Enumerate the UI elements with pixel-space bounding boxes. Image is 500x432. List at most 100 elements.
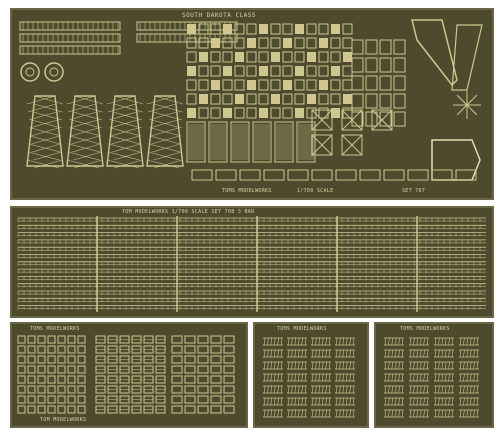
lattice: [34, 159, 63, 169]
ladder-rung: [352, 337, 355, 346]
lattice: [114, 95, 144, 105]
vent-part: [197, 375, 209, 384]
ladder-rung: [291, 397, 293, 406]
ladder-rung: [473, 361, 475, 370]
hatch-part: [37, 385, 46, 394]
ladder-rung: [391, 409, 394, 418]
small-part: [318, 65, 329, 77]
ladder-rung: [466, 385, 469, 394]
mast-tower: [106, 95, 144, 167]
ladder-rung: [352, 349, 355, 358]
ladder-rung: [459, 337, 462, 346]
deck-part: [393, 75, 406, 91]
ladder-rung: [434, 373, 437, 382]
ladder-rung: [263, 337, 266, 346]
ladder-rung: [280, 361, 283, 370]
ladder-rung: [384, 397, 387, 406]
hatch-part: [17, 375, 26, 384]
lattice: [72, 143, 101, 153]
small-part: [259, 108, 268, 118]
ladder-rung: [335, 361, 338, 370]
hatch-panel: [208, 121, 228, 163]
small-part: [343, 52, 352, 62]
ladder-rung: [473, 397, 475, 406]
ladder-rung: [345, 409, 348, 418]
small-fret-1: TOMS MODELWORKS TOM MODELWORKS: [10, 322, 248, 428]
small-fret-1-top-label: TOMS MODELWORKS: [30, 326, 80, 332]
hatch-part: [67, 375, 76, 384]
hatch-part: [67, 345, 76, 354]
vent-part: [210, 335, 222, 344]
hatch-part: [77, 355, 86, 364]
ladder-rung: [384, 349, 387, 358]
lattice: [152, 143, 181, 153]
ladder-rung: [426, 397, 429, 406]
vent-part: [171, 335, 183, 344]
hatch-part: [17, 355, 26, 364]
ladder-rung: [335, 373, 338, 382]
small-part: [270, 65, 281, 77]
ladder-rung: [301, 337, 303, 346]
ladder-rung: [466, 361, 469, 370]
ladder-rung: [459, 349, 462, 358]
small-part: [222, 37, 233, 49]
small-part: [235, 94, 244, 104]
hatch-part: [27, 405, 36, 414]
small-part: [187, 108, 196, 118]
ladder-rung: [280, 349, 283, 358]
ladder-rung: [416, 373, 419, 382]
ladder-strip: [19, 45, 121, 55]
hatch-panel: [186, 121, 206, 163]
vent-part: [210, 395, 222, 404]
vent-part: [223, 405, 235, 414]
ladder-rung: [466, 409, 469, 418]
small-part: [295, 108, 304, 118]
ladder-rung: [342, 337, 345, 346]
small-part: [318, 93, 329, 105]
ladder-rung: [438, 349, 440, 358]
ladder-rung: [384, 385, 387, 394]
ladder-rung: [301, 373, 303, 382]
hatch-part: [37, 395, 46, 404]
ladder-rung: [301, 409, 303, 418]
ladder-rung: [401, 373, 404, 382]
ladder-rung: [426, 349, 429, 358]
ladder-rung: [297, 409, 300, 418]
lattice: [111, 135, 140, 145]
small-part: [186, 37, 197, 49]
vent-part: [210, 355, 222, 364]
ladder-rung: [277, 361, 279, 370]
ladder-rung: [423, 397, 425, 406]
ladder-rung: [444, 385, 447, 394]
small-part: [319, 80, 328, 90]
ladder-rung: [301, 361, 303, 370]
lattice: [27, 151, 60, 161]
lattice: [112, 111, 143, 121]
small-part: [342, 23, 353, 35]
small-part: [283, 80, 292, 90]
small-part: [211, 80, 220, 90]
ladder-rung: [301, 385, 303, 394]
ladder-rung: [267, 385, 269, 394]
ladder-rung: [318, 385, 321, 394]
small-fret-2: TOMS MODELWORKS: [253, 322, 369, 428]
ladder-rung: [416, 349, 419, 358]
ladder-rung: [441, 373, 444, 382]
ladder-rung: [263, 361, 266, 370]
ladder-rung: [409, 409, 412, 418]
ladder-rung: [463, 361, 465, 370]
hatch-part: [17, 385, 26, 394]
ladder-rung: [469, 349, 472, 358]
ladder-rung: [339, 397, 341, 406]
ladder-rung: [325, 397, 327, 406]
ladder-rung: [291, 361, 293, 370]
ladder-rung: [416, 337, 419, 346]
hatch-part: [47, 345, 56, 354]
hatch-part: [77, 345, 86, 354]
ladder-rung: [398, 337, 400, 346]
ladder-rung: [476, 337, 479, 346]
ladder-rung: [473, 385, 475, 394]
ladder-rung: [413, 397, 415, 406]
ladder-rung: [263, 349, 266, 358]
small-part: [282, 65, 293, 77]
